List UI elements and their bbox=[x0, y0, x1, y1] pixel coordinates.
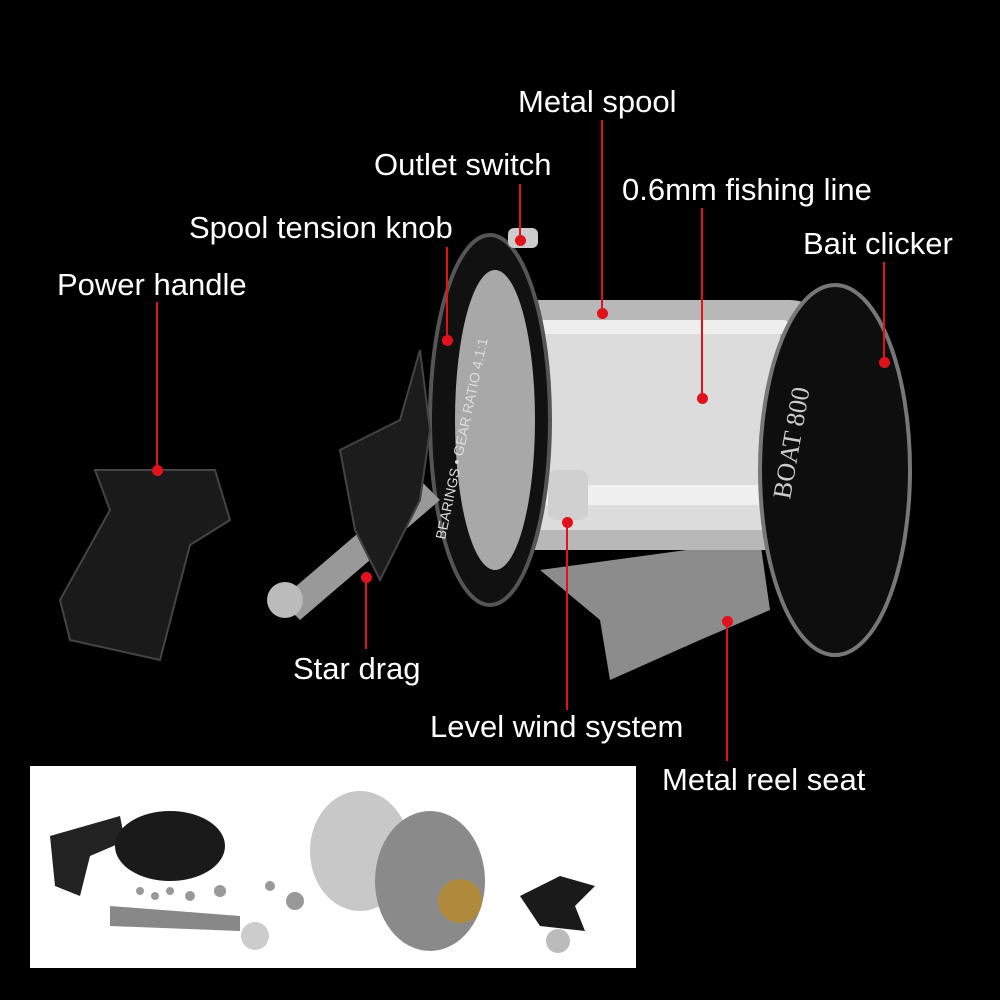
pointer-line bbox=[701, 208, 703, 398]
left-ring bbox=[455, 270, 535, 570]
label-fishing-line: 0.6mm fishing line bbox=[622, 172, 872, 207]
label-level-wind-system: Level wind system bbox=[430, 709, 684, 744]
pointer-dot bbox=[515, 235, 526, 246]
parts-inset-photo bbox=[30, 766, 636, 968]
pointer-dot bbox=[442, 335, 453, 346]
label-metal-spool: Metal spool bbox=[518, 84, 677, 119]
top-bar bbox=[500, 320, 790, 334]
pointer-line bbox=[365, 577, 367, 649]
pointer-line bbox=[726, 621, 728, 761]
handle-part bbox=[50, 816, 125, 896]
gear-part bbox=[438, 879, 482, 923]
star-drag-shape bbox=[338, 349, 432, 583]
disassembled-parts-illustration bbox=[50, 791, 595, 953]
knob-part bbox=[241, 922, 269, 950]
pointer-dot bbox=[152, 465, 163, 476]
pointer-dot bbox=[597, 308, 608, 319]
drag-nut-part bbox=[546, 929, 570, 953]
pointer-line bbox=[446, 247, 448, 340]
label-outlet-switch: Outlet switch bbox=[374, 147, 552, 182]
pointer-line bbox=[601, 120, 603, 313]
level-wind-guide bbox=[548, 470, 588, 520]
label-bait-clicker: Bait clicker bbox=[803, 226, 953, 261]
pointer-dot bbox=[879, 357, 890, 368]
screws-parts bbox=[136, 881, 304, 910]
side-plate-part bbox=[115, 811, 225, 881]
power-handle-knob bbox=[58, 469, 232, 662]
pointer-line bbox=[883, 262, 885, 362]
right-side-plate bbox=[758, 283, 912, 657]
handle-arm-part bbox=[110, 906, 240, 931]
pointer-line bbox=[566, 522, 568, 710]
handle-pivot bbox=[267, 582, 303, 618]
label-spool-tension-knob: Spool tension knob bbox=[189, 210, 453, 245]
label-star-drag: Star drag bbox=[293, 651, 421, 686]
label-metal-reel-seat: Metal reel seat bbox=[662, 762, 866, 797]
star-drag-part bbox=[520, 876, 595, 931]
pointer-dot bbox=[697, 393, 708, 404]
pointer-line bbox=[156, 302, 158, 470]
fishing-reel-illustration: BEARINGS • GEAR RATIO 4.1:1 BOAT 800 bbox=[58, 228, 912, 680]
label-power-handle: Power handle bbox=[57, 267, 247, 302]
reel-seat-shape bbox=[540, 540, 770, 680]
pointer-line bbox=[519, 184, 521, 240]
